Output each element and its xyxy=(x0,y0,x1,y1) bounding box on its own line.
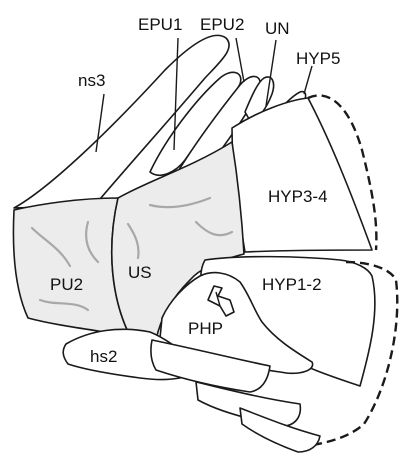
label-ns3: ns3 xyxy=(78,71,105,90)
label-epu1: EPU1 xyxy=(138,15,182,34)
label-hyp12: HYP1-2 xyxy=(262,275,322,294)
label-hyp34: HYP3-4 xyxy=(268,187,328,206)
hyp34-bone xyxy=(232,98,372,252)
label-php: PHP xyxy=(188,319,223,338)
label-hs2: hs2 xyxy=(90,347,117,366)
label-epu2: EPU2 xyxy=(200,15,244,34)
label-un: UN xyxy=(265,19,290,38)
label-hyp5: HYP5 xyxy=(296,49,340,68)
label-us: US xyxy=(128,263,152,282)
hyp5-leader xyxy=(304,66,312,94)
label-pu2: PU2 xyxy=(50,275,83,294)
